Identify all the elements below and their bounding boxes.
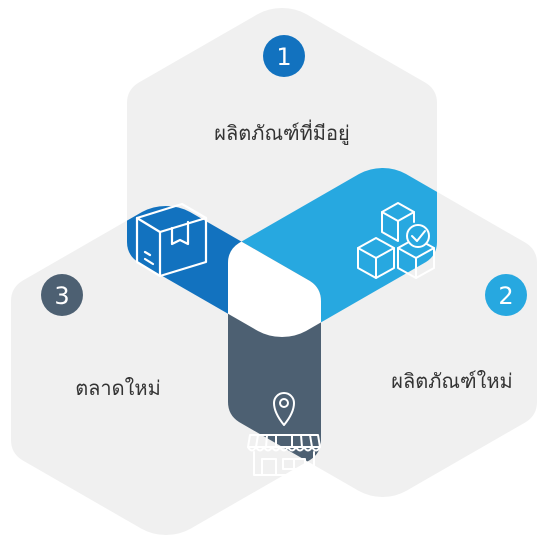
stacked-boxes-check-icon bbox=[357, 202, 435, 279]
package-box-icon bbox=[135, 202, 208, 278]
badge-1: 1 bbox=[263, 35, 305, 77]
badge-1-number: 1 bbox=[276, 43, 291, 71]
label-new-products: ผลิตภัณฑ์ใหม่ bbox=[391, 369, 512, 393]
badge-2: 2 bbox=[485, 274, 527, 316]
badge-2-number: 2 bbox=[498, 282, 513, 310]
label-new-market: ตลาดใหม่ bbox=[75, 376, 161, 400]
badge-3-number: 3 bbox=[54, 282, 69, 310]
badge-3: 3 bbox=[41, 274, 83, 316]
label-existing-products: ผลิตภัณฑ์ที่มีอยู่ bbox=[214, 119, 349, 146]
storefront-location-icon bbox=[247, 392, 321, 476]
